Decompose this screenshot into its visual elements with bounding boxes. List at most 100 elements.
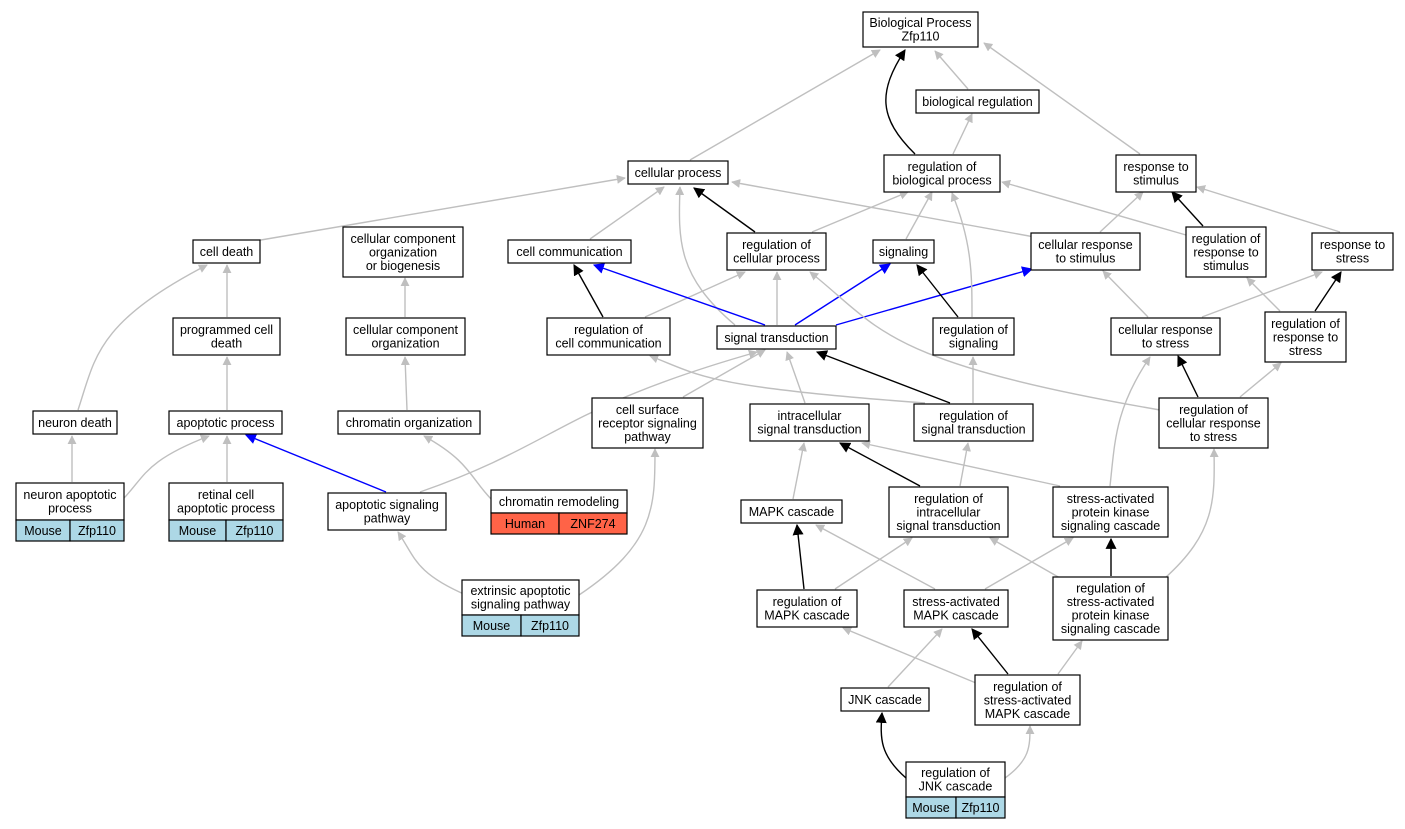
node-label-line: receptor signaling (598, 416, 697, 430)
edge-regulation-of-cell-communication-to-cell-communication (573, 264, 604, 318)
edge-layer (67, 42, 1342, 779)
node-label-line: regulation of (993, 680, 1062, 694)
node-label-line: regulation of (921, 766, 990, 780)
edge-regulation-of-cell-communication-to-regulation-of-cellular-process (644, 271, 746, 318)
node-label-line: response to (1320, 238, 1385, 252)
node-signaling[interactable]: signaling (872, 239, 935, 264)
node-label-line: apoptotic process (177, 416, 275, 430)
edge-regulation-of-signal-transduction-to-regulation-of-cell-communication (649, 354, 926, 404)
node-box (1030, 232, 1141, 271)
node-neuron-death[interactable]: neuron death (32, 410, 118, 435)
node-box (883, 154, 1001, 193)
node-label-line: death (211, 337, 242, 351)
node-label-line: cellular process (733, 252, 820, 266)
node-box (749, 403, 870, 442)
edge-mapk-cascade-to-intracellular-signal-transduction (792, 442, 807, 500)
edge-regulation-of-cellular-response-to-stress-to-regulation-of-response-to-stress (1239, 362, 1282, 398)
node-label-line: pathway (364, 512, 411, 526)
node-box (1110, 317, 1221, 356)
node-apoptotic-process[interactable]: apoptotic process (168, 410, 283, 435)
node-box (840, 687, 930, 712)
edge-intracellular-signal-transduction-to-signal-transduction (785, 351, 806, 404)
node-box (726, 232, 827, 271)
edge-regulation-of-mapk-cascade-to-regulation-of-intracellular-signal-transduction (834, 537, 913, 590)
node-jnk-cascade[interactable]: JNK cascade (840, 687, 930, 712)
node-label-line: regulation of (939, 323, 1008, 337)
node-label-line: to stimulus (1056, 252, 1116, 266)
node-chromatin-organization[interactable]: chromatin organization (337, 410, 481, 435)
node-label-line: Zfp110 (902, 30, 940, 44)
node-box (740, 499, 843, 524)
node-box (15, 482, 125, 521)
edge-regulation-of-intracellular-signal-transduction-to-intracellular-signal-transduction (839, 442, 921, 487)
edge-regulation-of-stress-activated-mapk-cascade-to-regulation-of-stress-activated-protein-kinase-signaling-cascade (1057, 640, 1083, 675)
node-cellular-process[interactable]: cellular process (627, 160, 729, 185)
node-biological-regulation[interactable]: biological regulation (915, 89, 1040, 114)
node-label-line: intracellular (917, 505, 981, 519)
edge-regulation-of-response-to-stress-to-regulation-of-response-to-stimulus (1246, 277, 1281, 312)
node-label-line: regulation of (908, 160, 977, 174)
node-label-line: regulation of (574, 323, 643, 337)
node-cell-communication[interactable]: cell communication (507, 239, 632, 264)
node-label-line: biological regulation (922, 95, 1033, 109)
node-label-line: signal transduction (921, 423, 1025, 437)
node-label-line: intracellular (778, 409, 842, 423)
edge-cellular-process-to-bp-zfp110 (689, 49, 881, 161)
node-signal-transduction[interactable]: signal transduction (716, 325, 837, 350)
node-label-line: stress (1289, 344, 1322, 358)
node-label-line: organization (369, 245, 437, 259)
node-box (32, 410, 118, 435)
annotation-species-label: Mouse (473, 619, 511, 633)
node-box (1052, 486, 1169, 538)
node-label-line: stimulus (1203, 259, 1249, 273)
node-mapk-cascade[interactable]: MAPK cascade (740, 499, 843, 524)
node-box (913, 403, 1034, 442)
node-label-line: regulation of (1179, 403, 1248, 417)
edge-neuron-apoptotic-process-to-apoptotic-process (123, 434, 210, 499)
node-box (168, 410, 283, 435)
edge-regulation-of-stress-activated-protein-kinase-signaling-cascade-to-regulation-of-intracellular-signal-transduction (989, 537, 1061, 579)
node-label-line: neuron death (38, 416, 112, 430)
edge-signal-transduction-to-cell-communication (592, 263, 766, 326)
node-cell-death[interactable]: cell death (192, 239, 261, 264)
edge-stress-activated-protein-kinase-signaling-cascade-to-cellular-response-to-stress (1109, 356, 1151, 487)
node-label-line: MAPK cascade (913, 609, 999, 623)
edge-regulation-of-cellular-process-to-regulation-of-biological-process (811, 190, 909, 233)
annotation-gene-cell (558, 512, 628, 535)
node-label-line: process (48, 502, 92, 516)
edge-neuron-death-to-cell-death (77, 264, 208, 411)
edge-regulation-of-biological-process-to-bp-zfp110 (885, 49, 916, 155)
node-label-line: MAPK cascade (985, 707, 1071, 721)
node-label-line: regulation of (1192, 232, 1261, 246)
